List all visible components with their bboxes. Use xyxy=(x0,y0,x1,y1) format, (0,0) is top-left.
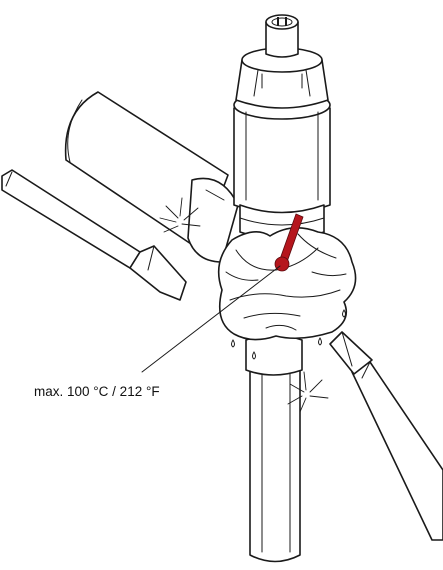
water-drop-icon xyxy=(231,309,346,360)
sensor-device xyxy=(233,14,331,240)
spark-icon xyxy=(159,197,329,413)
welding-torch-icon xyxy=(329,331,443,541)
temperature-limit-label: max. 100 °C / 212 °F xyxy=(34,384,160,399)
lower-pipe xyxy=(245,334,303,563)
leader-line xyxy=(141,265,281,373)
welding-torch-icon xyxy=(1,169,187,301)
wet-cloth-icon xyxy=(217,227,357,341)
